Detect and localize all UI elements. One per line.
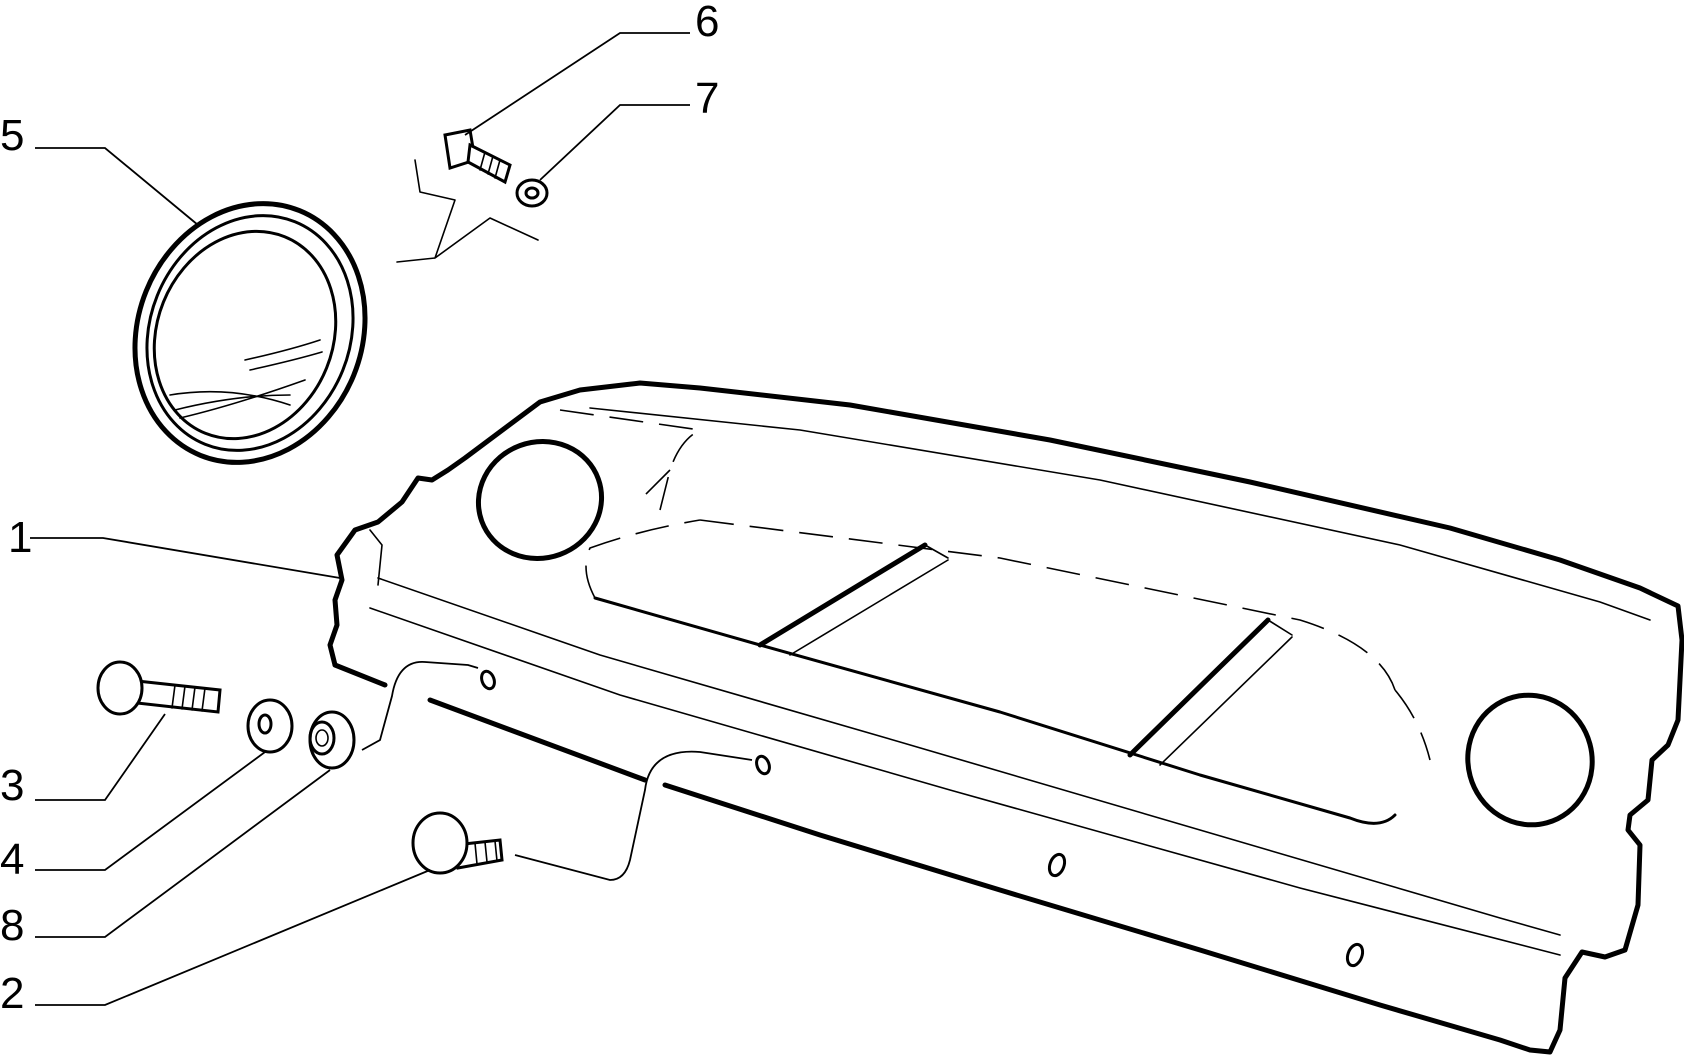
bracket-outline — [396, 159, 539, 263]
clip-bolt — [443, 128, 512, 185]
spacer-nut — [308, 710, 356, 770]
leader-5 — [35, 147, 199, 226]
speaker-ring — [132, 201, 368, 465]
assembly-line-8 — [361, 661, 479, 751]
callout-1: 1 — [8, 513, 32, 562]
leader-8 — [35, 769, 331, 938]
push-fastener — [411, 811, 504, 875]
washer — [246, 698, 294, 754]
callout-6: 6 — [695, 0, 719, 46]
leader-7 — [539, 104, 690, 181]
hex-nut-small — [515, 178, 549, 208]
callout-8: 8 — [0, 901, 24, 950]
leader-6 — [464, 32, 690, 136]
leader-2 — [35, 869, 431, 1006]
leader-4 — [35, 751, 266, 871]
screw-long — [96, 660, 222, 716]
parcel-shelf-panel — [327, 380, 1684, 1055]
leader-1 — [30, 537, 341, 579]
callout-labels: 1 2 3 4 5 6 7 8 — [0, 0, 719, 1018]
leader-lines — [30, 32, 690, 1006]
callout-3: 3 — [0, 761, 24, 810]
callout-4: 4 — [0, 835, 24, 884]
callout-2: 2 — [0, 969, 24, 1018]
callout-7: 7 — [695, 74, 719, 123]
callout-5: 5 — [0, 111, 24, 160]
leader-3 — [35, 713, 166, 801]
assembly-line-2 — [514, 750, 753, 881]
